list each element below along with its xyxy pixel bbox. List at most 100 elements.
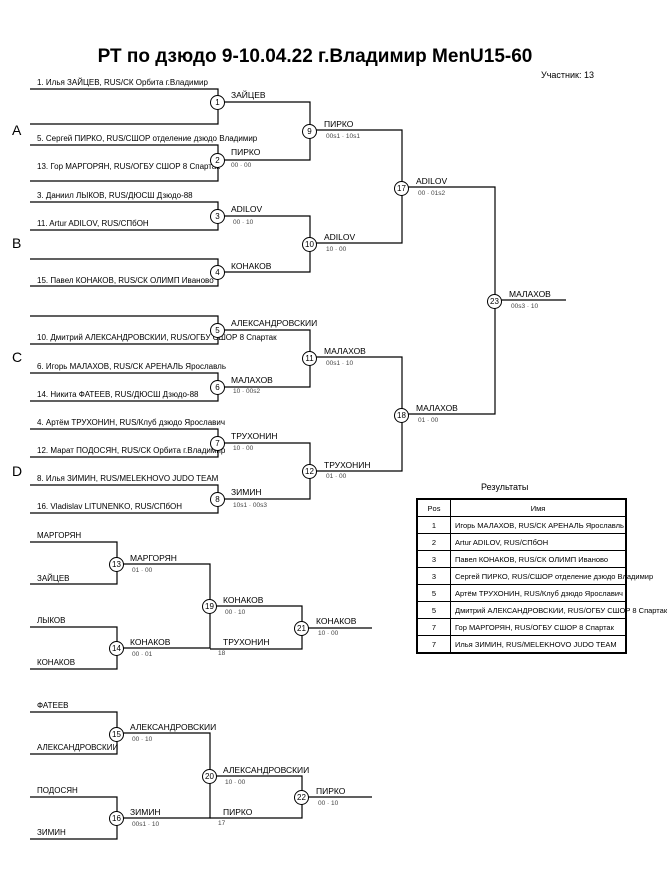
repechage-name: КОНАКОВ: [37, 658, 76, 667]
entrant: 1. Илья ЗАЙЦЕВ, RUS/СК Орбита г.Владимир: [37, 78, 208, 87]
match-winner: ЗАЙЦЕВ: [231, 90, 266, 100]
match-number: 22: [294, 790, 309, 805]
match-score: 00 · 01: [132, 651, 153, 658]
result-name: Сергей ПИРКО, RUS/СШОР отделение дзюдо В…: [455, 571, 654, 581]
bronze-winner: КОНАКОВ: [316, 616, 357, 626]
match-number: 2: [210, 153, 225, 168]
source-match-note: 17: [218, 820, 226, 827]
entrant: 15. Павел КОНАКОВ, RUS/СК ОЛИМП Иваново: [37, 276, 214, 285]
match-number: 1: [210, 95, 225, 110]
match-winner: ADILOV: [231, 204, 263, 214]
final-score: 00s3 · 10: [511, 303, 539, 310]
match-winner: ТРУХОНИН: [324, 460, 371, 470]
entrant: 11. Artur ADILOV, RUS/СПбОН: [37, 219, 149, 228]
match-winner: КОНАКОВ: [231, 261, 272, 271]
page-title: РТ по дзюдо 9-10.04.22 г.Владимир MenU15…: [97, 46, 533, 67]
match-score: 01 · 00: [132, 567, 153, 574]
entrant: 6. Игорь МАЛАХОВ, RUS/СК АРЕНАЛЬ Ярослав…: [37, 362, 226, 371]
match-winner: МАЛАХОВ: [231, 375, 273, 385]
match-number: 4: [210, 265, 225, 280]
result-pos: 5: [416, 584, 451, 602]
match-score: 01 · 00: [418, 417, 439, 424]
pool-label-d: D: [12, 463, 23, 479]
match-number: 17: [394, 181, 409, 196]
match-score: 00 · 01s2: [418, 190, 446, 197]
bracket-sheet: РТ по дзюдо 9-10.04.22 г.Владимир MenU15…: [12, 46, 667, 840]
match-score: 10s1 · 00s3: [233, 502, 267, 509]
match-score: 10 · 00: [326, 246, 347, 253]
match-number: 11: [302, 351, 317, 366]
source-match-note: 18: [218, 650, 226, 657]
match-winner: МАРГОРЯН: [130, 553, 177, 563]
pool-label-c: C: [12, 349, 23, 365]
pool-label-b: B: [12, 235, 22, 251]
match-number: 10: [302, 237, 317, 252]
match-score: 00 · 00: [231, 162, 252, 169]
match-score: 10 · 00s2: [233, 388, 261, 395]
final-match-number: 23: [487, 294, 502, 309]
result-name: Artur ADILOV, RUS/СПбОН: [455, 537, 549, 547]
match-score: 00 · 10: [225, 609, 246, 616]
repechage-name: АЛЕКСАНДРОВСКИИ: [37, 743, 119, 752]
match-winner: ПИРКО: [324, 119, 354, 129]
match-number: 14: [109, 641, 124, 656]
result-name: Илья ЗИМИН, RUS/MELEKHOVO JUDO TEAM: [455, 639, 617, 649]
match-score: 00s1 · 10: [132, 821, 160, 828]
repechage-entrant: ПИРКО: [223, 807, 253, 817]
match-winner: МАЛАХОВ: [324, 346, 366, 356]
match-winner: АЛЕКСАНДРОВСКИИ: [231, 318, 318, 328]
results-row: 3 Сергей ПИРКО, RUS/СШОР отделение дзюдо …: [416, 567, 654, 585]
match-number: 5: [210, 323, 225, 338]
match-winner: ТРУХОНИН: [231, 431, 278, 441]
entrant: 10. Дмитрий АЛЕКСАНДРОВСКИИ, RUS/ОГБУ СШ…: [37, 333, 277, 342]
match-winner: ADILOV: [324, 232, 356, 242]
result-name: Павел КОНАКОВ, RUS/СК ОЛИМП Иваново: [455, 554, 609, 564]
match-winner: ПИРКО: [231, 147, 261, 157]
entrant: 16. Vladislav LITUNENKO, RUS/СПбОН: [37, 502, 183, 511]
match-winner: АЛЕКСАНДРОВСКИИ: [130, 722, 217, 732]
result-name: Гор МАРГОРЯН, RUS/ОГБУ СШОР 8 Спартак: [455, 622, 614, 632]
match-number: 6: [210, 380, 225, 395]
match-score: 00s1 · 10: [326, 360, 354, 367]
result-name: Игорь МАЛАХОВ, RUS/СК АРЕНАЛЬ Ярославль: [455, 520, 624, 530]
match-number: 15: [109, 727, 124, 742]
match-number: 13: [109, 557, 124, 572]
entrant: 12. Марат ПОДОСЯН, RUS/СК Орбита г.Влади…: [37, 446, 226, 455]
repechage-entrant: ТРУХОНИН: [223, 637, 270, 647]
results-header-row: Pos Имя: [416, 498, 627, 517]
entrant: 14. Никита ФАТЕЕВ, RUS/ДЮСШ Дзюдо-88: [37, 390, 199, 399]
results-title: Результаты: [481, 482, 529, 492]
pool-label-a: A: [12, 122, 22, 138]
repechage-name: ФАТЕЕВ: [37, 701, 69, 710]
match-number: 16: [109, 811, 124, 826]
match-winner: ЗИМИН: [231, 487, 262, 497]
match-number: 12: [302, 464, 317, 479]
match-number: 21: [294, 621, 309, 636]
entrant: 8. Илья ЗИМИН, RUS/MELEKHOVO JUDO TEAM: [37, 474, 219, 483]
result-pos: 2: [416, 533, 451, 551]
results-header-name: Имя: [450, 498, 627, 517]
match-number: 9: [302, 124, 317, 139]
repechage-name: ЗИМИН: [37, 828, 66, 837]
results-row: 2 Artur ADILOV, RUS/СПбОН: [416, 533, 627, 551]
result-name: Дмитрий АЛЕКСАНДРОВСКИИ, RUS/ОГБУ СШОР 8…: [455, 605, 667, 615]
entrant: 3. Даниил ЛЫКОВ, RUS/ДЮСШ Дзюдо-88: [37, 191, 193, 200]
repechage-name: МАРГОРЯН: [37, 531, 82, 540]
result-pos: 7: [416, 618, 451, 636]
match-score: 10 · 00: [318, 630, 339, 637]
results-row: 7 Гор МАРГОРЯН, RUS/ОГБУ СШОР 8 Спартак: [416, 618, 627, 636]
result-pos: 7: [416, 635, 451, 654]
match-winner: КОНАКОВ: [223, 595, 264, 605]
match-number: 20: [202, 769, 217, 784]
participant-count: Участник: 13: [541, 70, 594, 80]
repechage-name: ЛЫКОВ: [37, 616, 66, 625]
match-number: 7: [210, 436, 225, 451]
match-score: 01 · 00: [326, 473, 347, 480]
results-header-pos: Pos: [416, 498, 451, 517]
result-pos: 3: [416, 567, 451, 585]
match-score: 00s1 · 10s1: [326, 133, 360, 140]
